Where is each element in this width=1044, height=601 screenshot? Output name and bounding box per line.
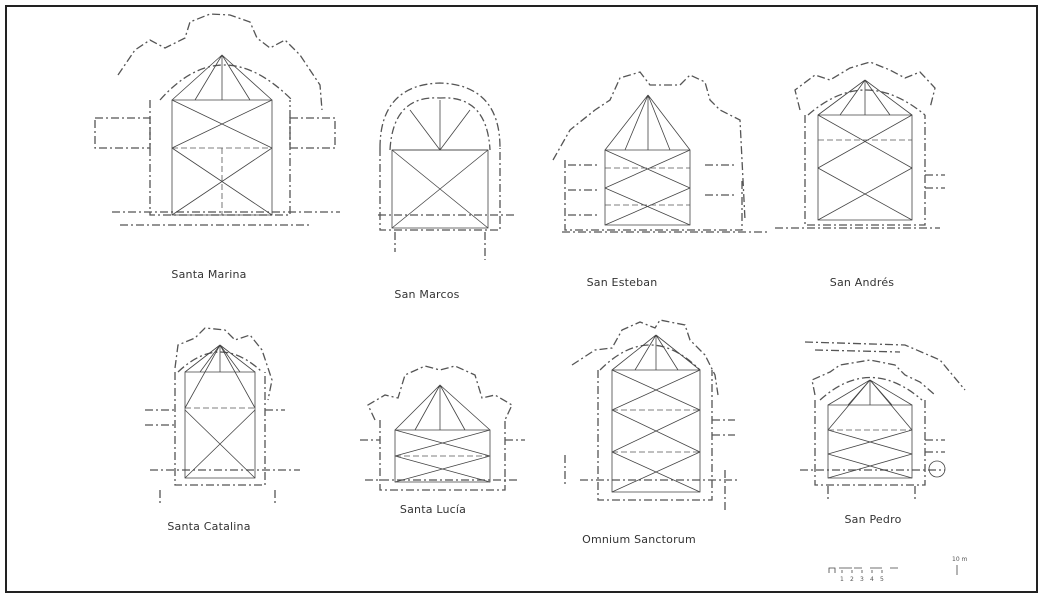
plan-san-pedro xyxy=(800,341,966,502)
label-san-esteban: San Esteban xyxy=(586,276,658,289)
scale-tick-3: 3 xyxy=(860,576,864,583)
plan-omnium-sanctorum xyxy=(564,319,740,510)
label-san-andres: San Andrés xyxy=(829,276,895,289)
label-san-marcos: San Marcos xyxy=(394,288,460,301)
label-santa-lucia: Santa Lucía xyxy=(399,503,467,516)
plan-san-andres xyxy=(775,61,945,229)
plan-santa-catalina xyxy=(145,327,300,505)
label-omnium-sanctorum: Omnium Sanctorum xyxy=(582,533,696,546)
label-santa-catalina: Santa Catalina xyxy=(167,520,251,533)
scale-tick-1: 1 xyxy=(840,576,844,583)
label-santa-marina: Santa Marina xyxy=(171,268,247,281)
plan-san-marcos xyxy=(378,82,515,260)
scale-tick-4: 4 xyxy=(870,576,874,583)
sheet-border xyxy=(5,5,1038,593)
plan-santa-lucia xyxy=(360,365,525,491)
scale-bar xyxy=(828,565,958,575)
plan-san-esteban xyxy=(552,71,770,233)
scale-tick-5: 5 xyxy=(880,576,884,583)
label-san-pedro: San Pedro xyxy=(844,513,902,526)
scale-unit: 10 m xyxy=(952,556,968,563)
plan-santa-marina xyxy=(94,13,340,226)
scale-tick-2: 2 xyxy=(850,576,854,583)
